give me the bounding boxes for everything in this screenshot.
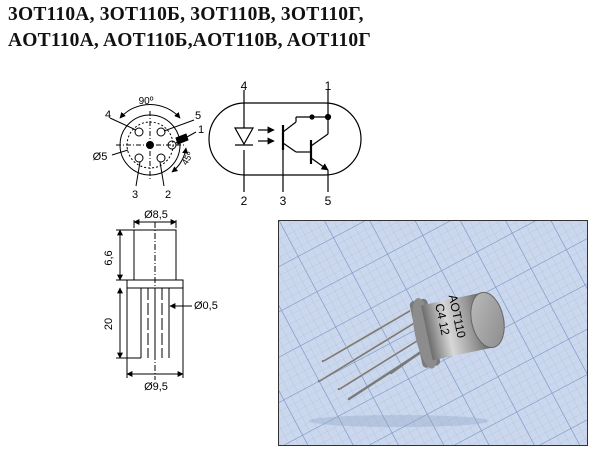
pinout-label-4: 4 [105,109,111,121]
photo-leads-highlight [318,309,430,389]
marking-line-2: C4 12 [432,302,452,337]
leader-3 [135,161,141,187]
arc-90 [119,104,181,119]
schem-pin-1: 1 [325,79,332,93]
label-90: 90º [139,96,154,107]
leader-d5 [111,149,129,156]
transistor-1-emitter [282,142,297,153]
transistor-2-collector [310,133,329,147]
arc-45 [171,147,189,173]
shadow [309,415,489,427]
label-d85: Ø8,5 [144,209,168,221]
pinout-top-view [109,104,197,187]
label-d95: Ø9,5 [144,381,168,393]
junction-dot-2 [309,114,315,120]
pin-5-dot [156,127,166,137]
schem-pin-4: 4 [241,79,248,93]
transistor-2-emitter [310,157,329,171]
led-triangle [233,127,255,146]
schem-pin-3: 3 [280,194,287,208]
optocoupler-schematic [208,90,362,192]
package-side-view [116,219,192,380]
label-d05: Ø0,5 [194,300,218,312]
pinout-label-3: 3 [132,189,138,201]
center-dot [146,141,154,149]
transistor-1-collector [282,121,297,133]
title-line-2: AOT110A, AOT110Б,AOT110B, AOT110Г [8,30,371,51]
pin-3-dot [134,153,144,163]
schematic-body-outline [208,102,362,176]
leader-2 [159,161,165,187]
photo-svg: AOT110 C4 12 [279,221,587,445]
pin-4-dot [134,127,144,137]
label-66: 6,6 [103,250,115,265]
pin-2-dot [156,153,166,163]
label-45: 45º [180,150,196,167]
junction-dot [324,113,332,121]
pinout-label-5: 5 [195,110,201,122]
pinout-label-2: 2 [165,189,171,201]
schem-pin-5: 5 [325,194,332,208]
title-line-1: 3OT110A, 3OT110Б, 3OT110B, 3OT110Г, [8,4,364,25]
leader-1 [175,131,197,144]
label-d5: Ø5 [93,151,108,163]
transistor-can: AOT110 C4 12 [409,291,505,369]
leader-5 [163,119,195,132]
component-photo: AOT110 C4 12 [278,220,588,446]
label-20: 20 [103,318,115,330]
schem-pin-2: 2 [241,194,248,208]
pinout-label-1: 1 [198,124,204,136]
leader-4 [109,117,137,131]
